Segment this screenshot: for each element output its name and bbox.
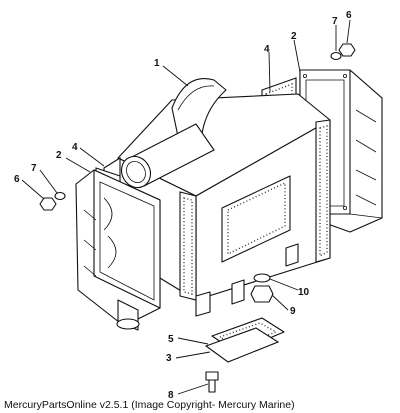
- callout-1: 1: [154, 58, 160, 69]
- callout-6-right: 6: [346, 10, 352, 21]
- callout-8: 8: [168, 390, 174, 401]
- washer-left: [54, 191, 66, 201]
- screw: [205, 371, 219, 381]
- nut-left: [39, 197, 57, 211]
- leader-lines: [21, 19, 351, 395]
- callout-2-left: 2: [56, 150, 62, 161]
- callout-10: 10: [298, 287, 310, 298]
- callout-labels: 1 2 2 3 4 4 5 6 6 7 7 8 9 10: [14, 10, 352, 401]
- callout-4-left: 4: [72, 142, 78, 153]
- nut-bottom: [250, 285, 274, 303]
- fasteners: [39, 43, 356, 393]
- nut-right: [338, 43, 356, 57]
- callout-5: 5: [168, 334, 174, 345]
- callout-9: 9: [290, 306, 296, 317]
- callout-6-left: 6: [14, 174, 20, 185]
- callout-4-right: 4: [264, 44, 270, 55]
- copyright-caption: MercuryPartsOnline v2.5.1 (Image Copyrig…: [4, 399, 295, 411]
- gasket-bottom: [204, 327, 280, 363]
- washer-right: [330, 51, 342, 61]
- callout-7-left: 7: [31, 163, 37, 174]
- callout-2-right: 2: [291, 31, 297, 42]
- washer-bottom: [253, 273, 271, 283]
- callout-3: 3: [166, 353, 172, 364]
- left-end-cap: [75, 169, 161, 331]
- callout-7-right: 7: [332, 16, 338, 27]
